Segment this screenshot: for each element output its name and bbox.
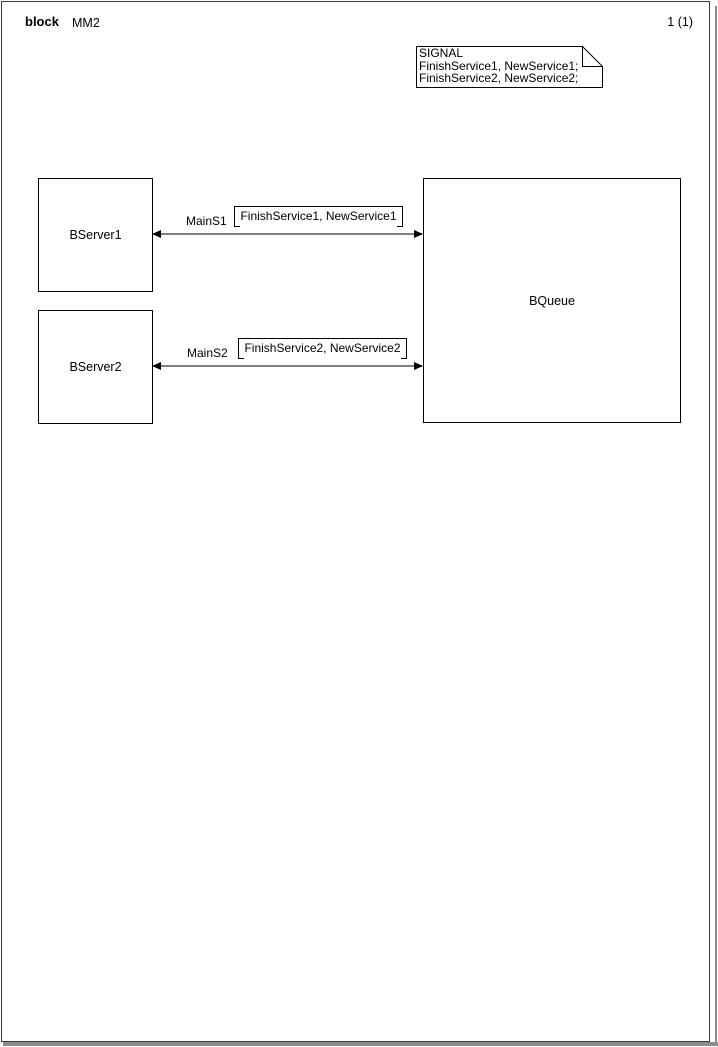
channel-mains1-name[interactable]: MainS1 xyxy=(186,214,227,228)
block-bqueue[interactable]: BQueue xyxy=(423,178,681,423)
channel-mains1-arrowhead-right-icon xyxy=(414,229,423,238)
channel-mains1-line[interactable] xyxy=(153,233,422,235)
signal-declaration-text: SIGNAL FinishService1, NewService1; Fini… xyxy=(419,47,600,85)
block-bserver2-label: BServer2 xyxy=(69,360,122,374)
signal-line-1: FinishService1, NewService1; xyxy=(419,58,579,73)
signal-line-2: FinishService2, NewService2; xyxy=(419,71,579,86)
channel-mains2-signal-list-text: FinishService2, NewService2 xyxy=(244,341,401,355)
channel-mains1-arrowhead-left-icon xyxy=(152,229,161,238)
page-number: 1 (1) xyxy=(667,15,693,29)
channel-mains2-arrowhead-right-icon xyxy=(414,361,423,370)
channel-mains1-signal-list-text: FinishService1, NewService1 xyxy=(240,209,397,223)
diagram-title: MM2 xyxy=(72,16,100,30)
channel-mains1-signal-list[interactable]: FinishService1, NewService1 xyxy=(234,206,403,227)
channel-mains2-name[interactable]: MainS2 xyxy=(187,346,228,360)
channel-mains2-arrowhead-left-icon xyxy=(152,361,161,370)
block-bserver1[interactable]: BServer1 xyxy=(38,178,153,292)
diagram-kind-label: block xyxy=(25,14,59,29)
block-bqueue-label: BQueue xyxy=(529,293,575,308)
note-folded-corner-shape xyxy=(416,46,603,88)
block-bserver2[interactable]: BServer2 xyxy=(38,310,153,424)
page-shadow-bottom xyxy=(3,1042,718,1046)
block-bserver1-label: BServer1 xyxy=(69,228,122,242)
signal-declaration-note[interactable]: SIGNAL FinishService1, NewService1; Fini… xyxy=(416,46,603,88)
channel-mains2-signal-list[interactable]: FinishService2, NewService2 xyxy=(238,338,407,359)
page-shadow-right xyxy=(715,6,717,1042)
channel-mains2-line[interactable] xyxy=(153,365,422,367)
signal-keyword: SIGNAL xyxy=(419,46,464,60)
